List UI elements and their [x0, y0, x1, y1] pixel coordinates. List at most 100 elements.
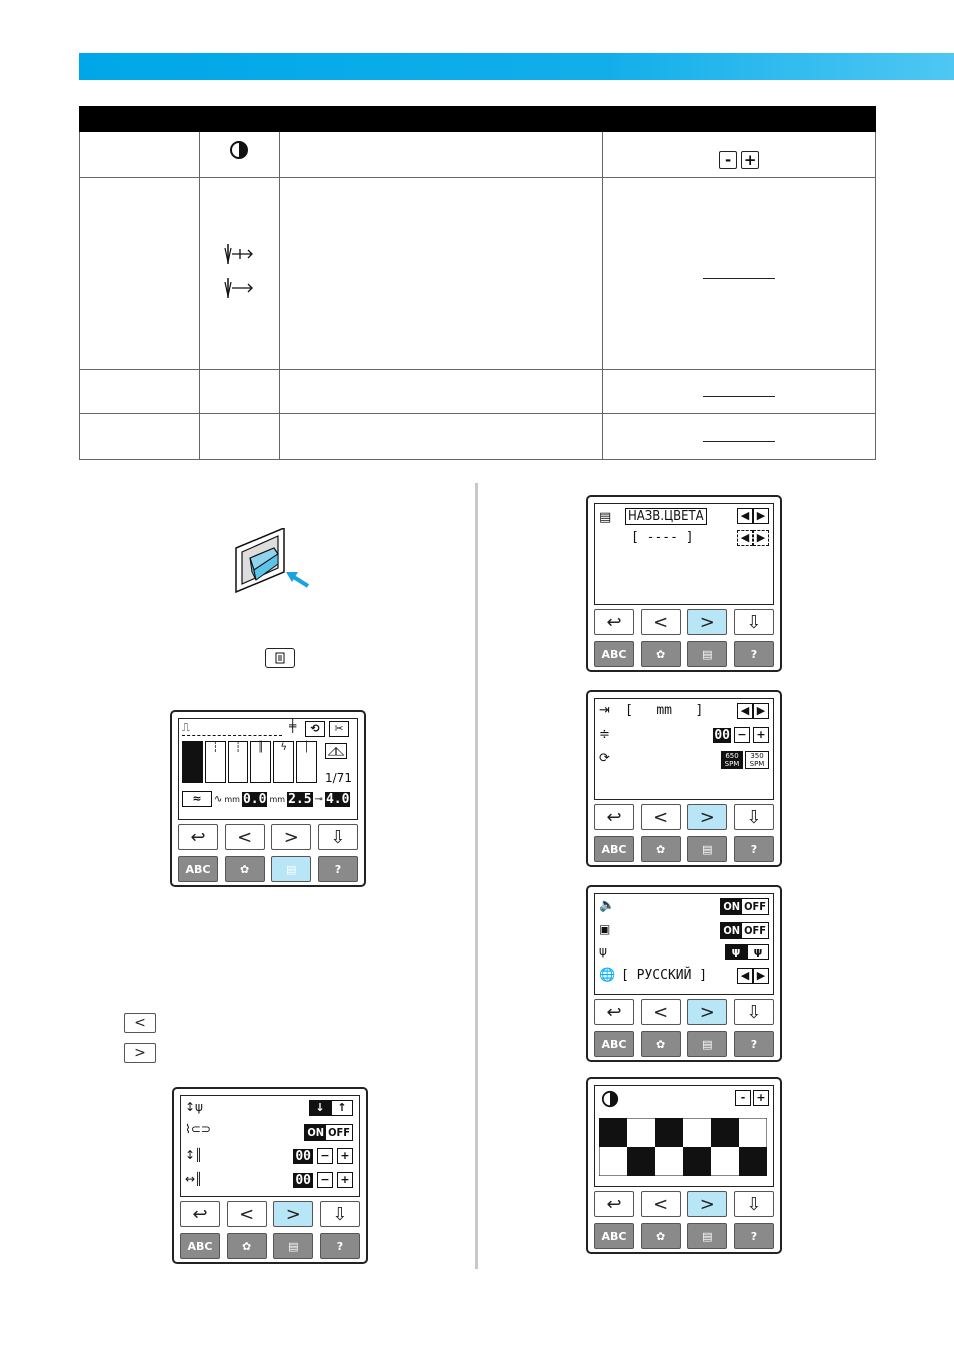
prev-button[interactable]: < — [640, 804, 681, 830]
next-button[interactable]: > — [273, 1201, 314, 1227]
left-arrow-button[interactable]: ◀ — [737, 968, 753, 984]
single-needle-button[interactable]: ψ — [725, 944, 747, 960]
table-header-cell — [79, 106, 200, 132]
table-header-cell — [198, 106, 280, 132]
stitch-pattern[interactable]: ║ — [250, 741, 272, 783]
next-button[interactable]: > — [687, 999, 728, 1025]
back-button[interactable]: ↩ — [594, 1191, 634, 1217]
embroidery-mode-button[interactable]: ✿ — [640, 1223, 681, 1249]
plus-button[interactable]: + — [337, 1148, 353, 1164]
next-button[interactable]: > — [687, 1191, 728, 1217]
back-button[interactable]: ↩ — [180, 1201, 220, 1227]
needle-up-button[interactable]: ↑ — [331, 1100, 353, 1116]
minus-button[interactable]: - — [735, 1090, 751, 1106]
stitch-pattern[interactable]: ┆ — [204, 741, 226, 783]
prev-button[interactable]: < — [640, 1191, 681, 1217]
help-button[interactable]: ? — [319, 1233, 360, 1259]
on-toggle[interactable]: ON — [721, 899, 743, 914]
embroidery-mode-button[interactable]: ✿ — [224, 856, 265, 882]
stitch-pattern[interactable]: ϟ — [273, 741, 295, 783]
right-arrow-button[interactable]: ▶ — [753, 703, 769, 719]
table-header-cell — [278, 106, 604, 132]
embroidery-mode-button[interactable]: ✿ — [640, 836, 681, 862]
back-button[interactable]: ↩ — [594, 804, 634, 830]
speed-slow-button[interactable]: 350 SPM — [745, 751, 769, 769]
next-key-icon: > — [124, 1043, 156, 1063]
minus-button[interactable]: − — [317, 1148, 333, 1164]
download-icon[interactable]: ⇩ — [319, 1201, 360, 1227]
off-toggle[interactable]: OFF — [328, 1126, 350, 1139]
back-button[interactable]: ↩ — [594, 609, 634, 635]
table-cell — [79, 131, 200, 178]
next-button[interactable]: > — [687, 804, 728, 830]
prev-button[interactable]: < — [640, 609, 681, 635]
back-button[interactable]: ↩ — [594, 999, 634, 1025]
minus-button[interactable]: − — [734, 727, 750, 743]
next-button[interactable]: > — [271, 824, 312, 850]
stitch-mode-button[interactable]: ABC — [594, 836, 634, 862]
stitch-mode-button[interactable]: ABC — [178, 856, 218, 882]
right-arrow-button[interactable]: ▶ — [753, 508, 769, 524]
off-toggle[interactable]: OFF — [744, 924, 766, 937]
presser-foot-icon: ⎍ — [182, 721, 282, 736]
off-toggle[interactable]: OFF — [744, 900, 766, 913]
download-icon[interactable]: ⇩ — [733, 804, 774, 830]
settings-key-icon — [265, 648, 295, 668]
width-value: 0.0 — [241, 791, 268, 807]
right-arrow-button[interactable]: ▶ — [753, 968, 769, 984]
download-icon[interactable]: ⇩ — [733, 1191, 774, 1217]
speed-fast-button[interactable]: 650 SPM — [721, 751, 743, 769]
help-button[interactable]: ? — [733, 836, 774, 862]
embroidery-mode-button[interactable]: ✿ — [640, 1031, 681, 1057]
stitch-pattern[interactable]: ┆ — [227, 741, 249, 783]
plus-button[interactable]: + — [753, 1090, 769, 1106]
mirror-icon[interactable]: ◿◺ — [325, 743, 347, 759]
twin-needle-button[interactable]: ψ — [747, 944, 769, 960]
stitch-mode-button[interactable]: ABC — [594, 1223, 634, 1249]
lcd-units-screen: ⇥ [ mm ] ◀ ▶ ≑ 00 − + ⟳ 650 SPM 350 SPM … — [586, 690, 782, 867]
prev-button[interactable]: < — [640, 999, 681, 1025]
plus-button[interactable]: + — [337, 1172, 353, 1188]
help-button[interactable]: ? — [317, 856, 358, 882]
settings-button[interactable]: ▤ — [687, 1223, 728, 1249]
settings-button[interactable]: ▤ — [271, 856, 312, 882]
left-arrow-button[interactable]: ◀ — [737, 508, 753, 524]
table-cell — [278, 369, 604, 414]
stitch-pattern-selected[interactable] — [182, 741, 203, 783]
download-icon[interactable]: ⇩ — [317, 824, 358, 850]
embroidery-mode-button[interactable]: ✿ — [226, 1233, 267, 1259]
prev-key-icon: < — [124, 1013, 156, 1033]
settings-button[interactable]: ▤ — [273, 1233, 314, 1259]
settings-button[interactable]: ▤ — [687, 836, 728, 862]
prev-button[interactable]: < — [224, 824, 265, 850]
next-button[interactable]: > — [687, 609, 728, 635]
column-divider — [475, 483, 478, 1269]
help-button[interactable]: ? — [733, 1223, 774, 1249]
stitch-mode-button[interactable]: ABC — [594, 641, 634, 667]
on-toggle[interactable]: ON — [721, 923, 743, 938]
minus-button[interactable]: − — [317, 1172, 333, 1188]
on-toggle[interactable]: ON — [305, 1125, 327, 1140]
stitch-pattern[interactable]: │ — [296, 741, 317, 783]
speaker-icon: 🔈 — [599, 898, 616, 913]
stitch-mode-button[interactable]: ABC — [594, 1031, 634, 1057]
reverse-stitch-icon[interactable]: ⟲ — [305, 721, 325, 737]
needle-down-button[interactable]: ↓ — [309, 1100, 331, 1116]
embroidery-mode-button[interactable]: ✿ — [640, 641, 681, 667]
thread-icon: ⌇⊂⊃ — [185, 1122, 211, 1136]
left-arrow-button[interactable]: ◀ — [737, 703, 753, 719]
plus-button[interactable]: + — [753, 727, 769, 743]
help-button[interactable]: ? — [733, 641, 774, 667]
stitch-mode-button[interactable]: ABC — [180, 1233, 220, 1259]
language-value: [ РУССКИЙ ] — [621, 968, 708, 983]
lcd-needle-screen: ↕ψ ↓ ↑ ⌇⊂⊃ ON OFF ↕║ 00 − + ↔║ 00 − + ↩ … — [172, 1087, 368, 1264]
download-icon[interactable]: ⇩ — [733, 609, 774, 635]
download-icon[interactable]: ⇩ — [733, 999, 774, 1025]
prev-button[interactable]: < — [226, 1201, 267, 1227]
help-button[interactable]: ? — [733, 1031, 774, 1057]
settings-button[interactable]: ▤ — [687, 641, 728, 667]
scissors-icon[interactable]: ✂ — [329, 721, 349, 737]
stitch-settings-icon[interactable]: ≈ — [182, 791, 212, 807]
settings-button[interactable]: ▤ — [687, 1031, 728, 1057]
back-button[interactable]: ↩ — [178, 824, 218, 850]
